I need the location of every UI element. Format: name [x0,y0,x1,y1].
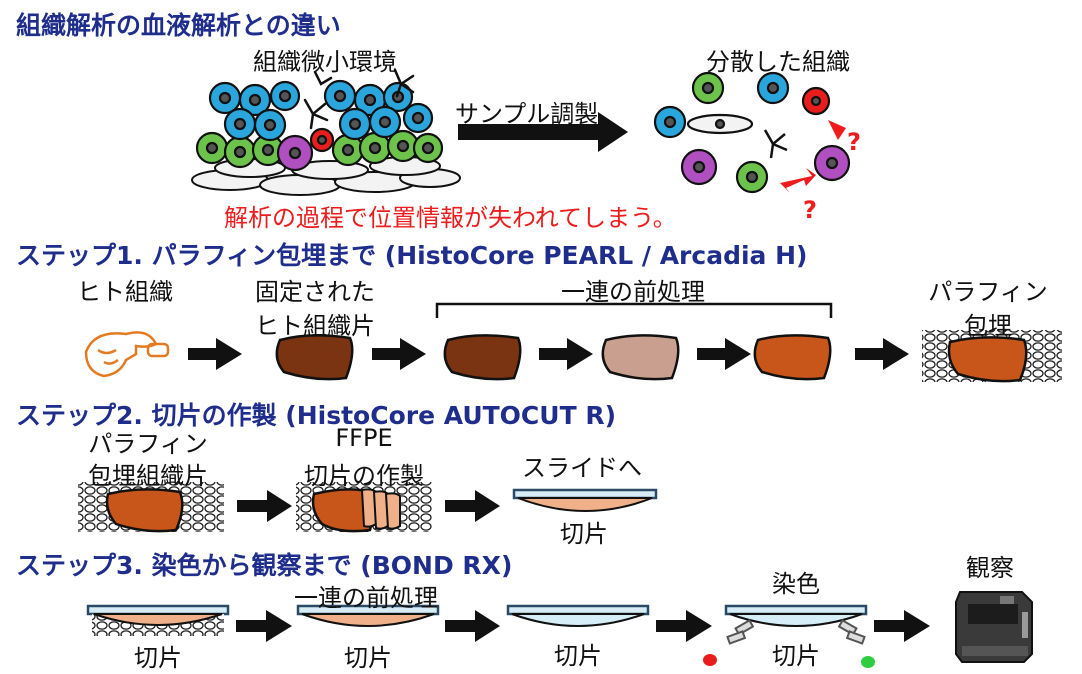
slide-step2 [512,488,658,512]
step3-arrows [236,610,930,642]
sectioning-block [296,482,432,533]
position-loss-warning: 解析の過程で位置情報が失われてしまう。 [224,204,677,232]
step2-title: ステップ2. 切片の作製 (HistoCore AUTOCUT R) [16,401,617,430]
paraffin-block-step1 [922,330,1062,383]
pretreatment-bracket [435,302,833,318]
embedding-label-line2: 包埋 [964,312,1012,340]
slide-step3-2 [296,604,440,627]
question-mark-2: ? [803,196,817,224]
human-tissue-label: ヒト組織 [77,278,173,306]
step3-title: ステップ3. 染色から観察まで (BOND RX) [16,551,513,580]
tissue-microenvironment-illustration [191,68,461,196]
pretreatment-label-step3: 一連の前処理 [294,584,438,612]
block-label-line1: パラフィン [88,430,208,458]
slide-step3-1 [86,604,230,636]
block-label-line2: 包埋組織片 [88,462,208,490]
sectioning-label: 切片の作製 [304,462,424,490]
pretreatment-label-step1: 一連の前処理 [561,278,705,306]
section-label-step2: 切片 [560,520,608,548]
dispersed-tissue-label: 分散した組織 [706,48,850,76]
slide-step3-stained [703,604,875,668]
microscope-scanner-icon [955,591,1033,663]
step1-arrows [188,338,909,370]
section-label-step3-1: 切片 [134,644,182,672]
sample-prep-arrow [458,112,628,152]
section-label-step3-4: 切片 [772,642,820,670]
step1-title: ステップ1. パラフィン包埋まで (HistoCore PEARL / Arca… [16,241,808,270]
slide-step3-3 [506,604,650,627]
embedding-label-line1: パラフィン [928,278,1048,306]
step2-arrows [237,490,500,522]
observation-label: 観察 [966,554,1014,582]
dispersed-tissue-illustration [653,71,851,194]
question-mark-1: ? [847,128,861,156]
lost-position-arrows [780,120,846,193]
staining-label: 染色 [772,570,820,598]
step1-tissue-pieces [275,334,832,381]
microenvironment-label: 組織微小環境 [253,48,397,76]
section-label-step3-3: 切片 [554,642,602,670]
section-label-step3-2: 切片 [344,644,392,672]
sample-prep-label: サンプル調製 [455,100,599,128]
fixed-tissue-label-line2: ヒト組織片 [255,312,375,340]
to-slide-label: スライドへ [522,454,642,482]
ffpe-label: FFPE [335,424,393,452]
fixed-tissue-label-line1: 固定された [255,278,375,306]
paraffin-block-step2 [78,482,224,533]
pancreas-icon [84,331,170,378]
intro-title: 組織解析の血液解析との違い [16,11,341,40]
